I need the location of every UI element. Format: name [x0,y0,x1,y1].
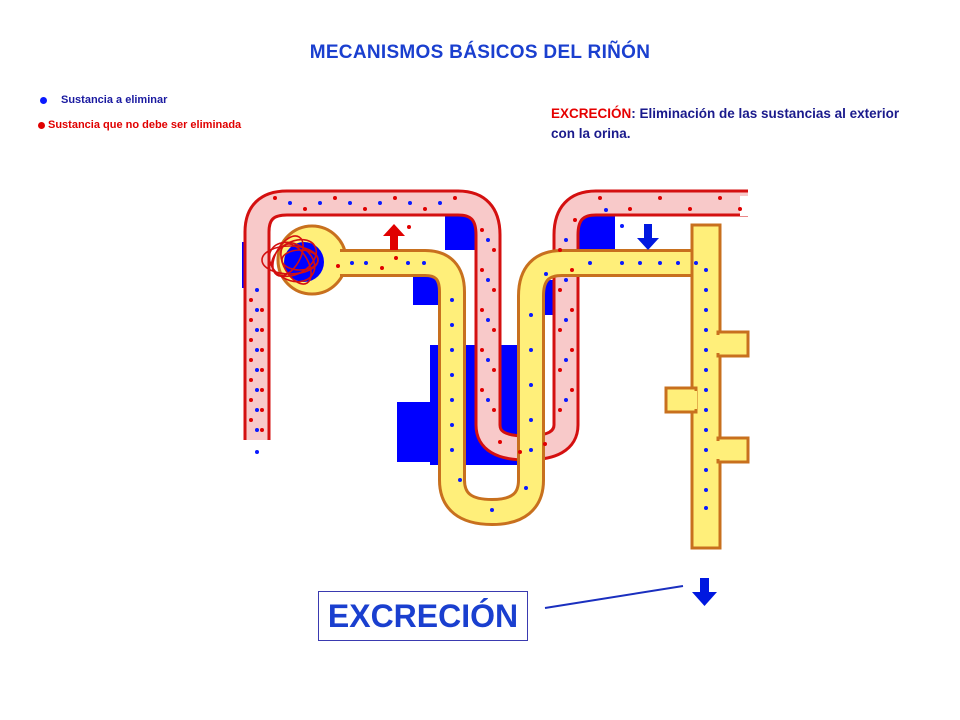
definition-term: EXCRECIÓN [551,106,632,121]
blue-dot-icon [40,96,47,104]
legend-label-keep: Sustancia que no debe ser eliminada [48,119,242,131]
blue-down-arrow-icon [637,224,659,250]
page-title: MECANISMOS BÁSICOS DEL RIÑÓN [309,42,651,63]
legend-label-eliminate: Sustancia a eliminar [61,94,168,106]
tubule-dots [350,261,708,512]
peritubular-capillary [243,189,748,462]
red-dot-icon [38,121,45,129]
bowman-capsule [276,224,348,296]
excretion-arrow-icon [692,578,717,606]
legend-item-eliminate: Sustancia a eliminar [38,94,167,106]
capillary-dots [249,196,742,454]
definition-body: : Eliminación de las sustancias al exter… [551,106,900,141]
red-up-arrow-icon [383,224,405,250]
legend-item-keep: Sustancia que no debe ser eliminada [38,119,241,131]
definition-text: EXCRECIÓN: Eliminación de las sustancias… [551,104,921,144]
glomerulus-loops [261,235,319,285]
label-connector-line [544,585,684,609]
nephron-tubule [340,196,750,550]
excretion-label: EXCRECIÓN [318,591,528,641]
